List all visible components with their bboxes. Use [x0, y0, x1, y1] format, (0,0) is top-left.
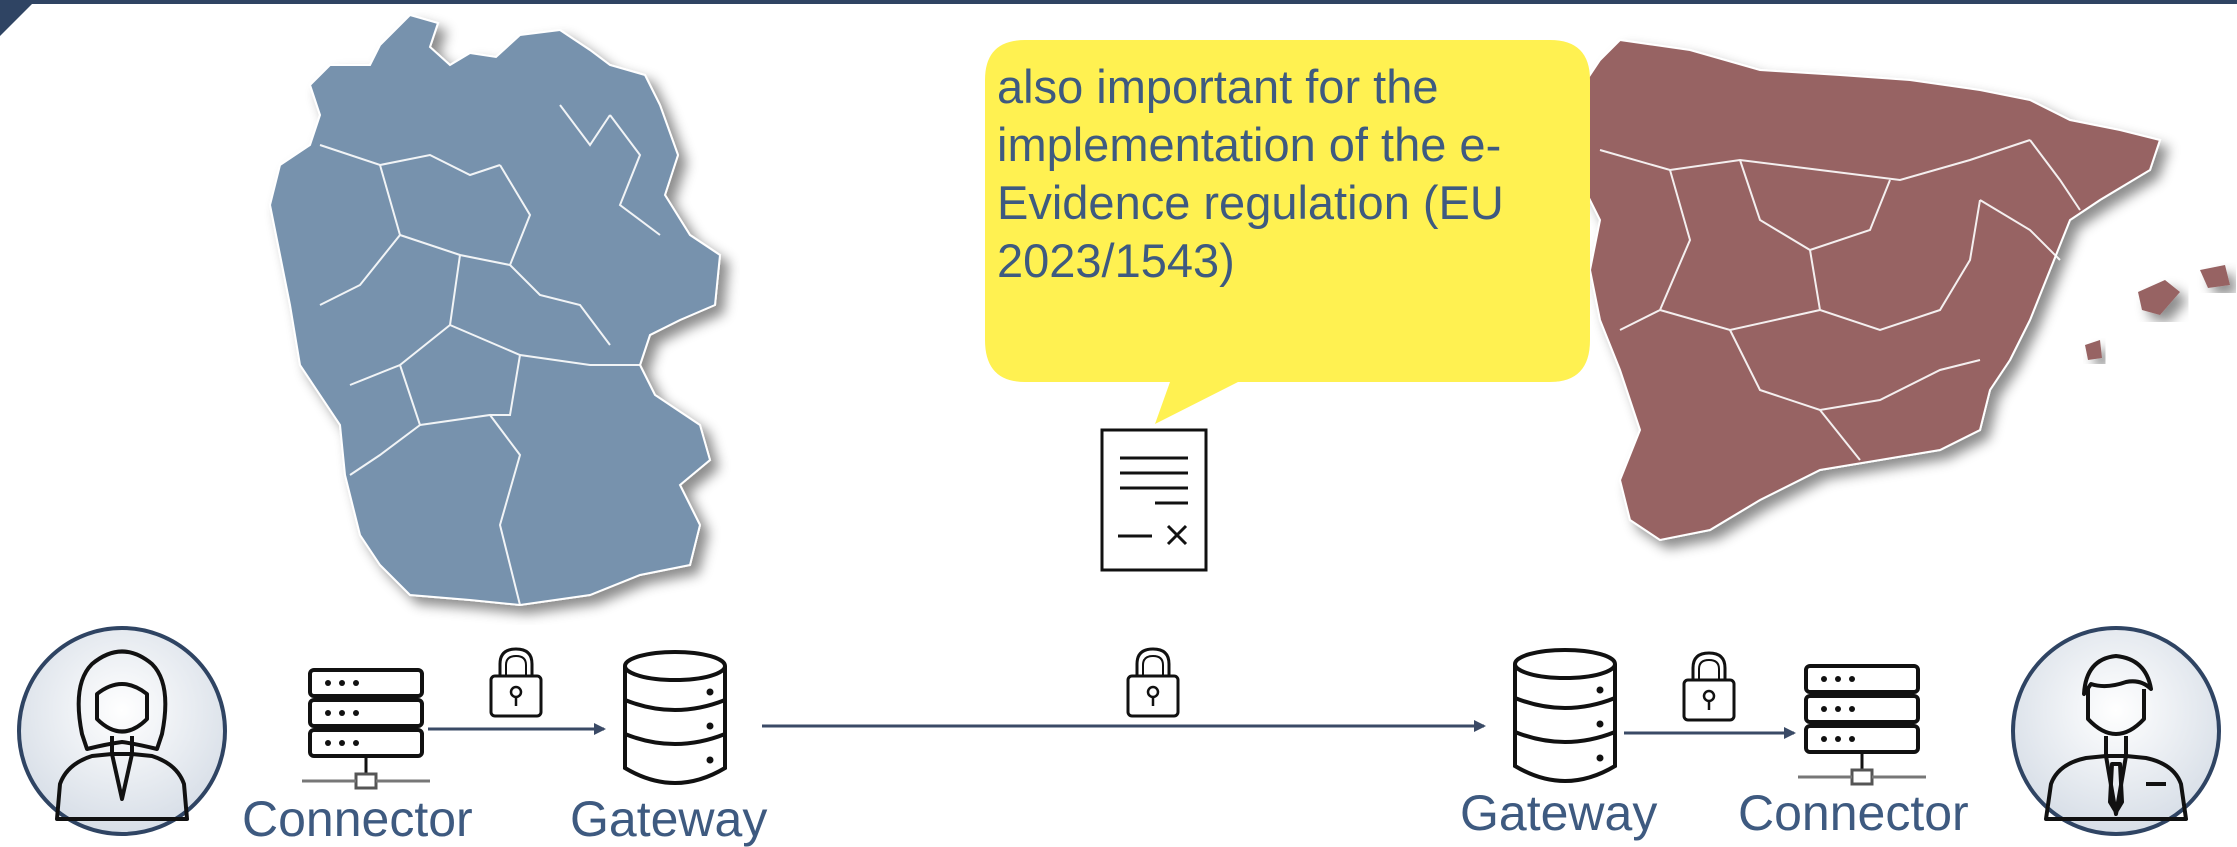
germany-map: [268, 13, 722, 607]
corner-marker: [0, 0, 36, 36]
padlock-icon: [489, 647, 543, 718]
gateway-label-right: Gateway: [1460, 785, 1658, 841]
man-user-icon: [2011, 626, 2221, 836]
callout-line: 2023/1543): [997, 234, 1235, 287]
header-rule: [0, 0, 2237, 4]
connector-label-right: Connector: [1738, 785, 1969, 841]
callout-text: also important for the implementation of…: [997, 58, 1597, 290]
database-icon: [623, 650, 727, 785]
database-icon: [1513, 648, 1617, 783]
callout-line: implementation of the e-: [997, 118, 1502, 171]
spain-map: [1568, 38, 2230, 542]
woman-user-icon: [17, 626, 227, 836]
connector-label-left: Connector: [242, 791, 473, 847]
server-rack-icon: [302, 668, 430, 790]
padlock-icon: [1126, 647, 1180, 718]
gateway-label-left: Gateway: [570, 791, 768, 847]
callout-line: also important for the: [997, 60, 1439, 113]
server-rack-icon: [1798, 664, 1926, 786]
signed-document-icon: [1100, 428, 1208, 572]
callout-line: Evidence regulation (EU: [997, 176, 1504, 229]
callout-bubble: [985, 40, 1590, 424]
padlock-icon: [1682, 651, 1736, 722]
